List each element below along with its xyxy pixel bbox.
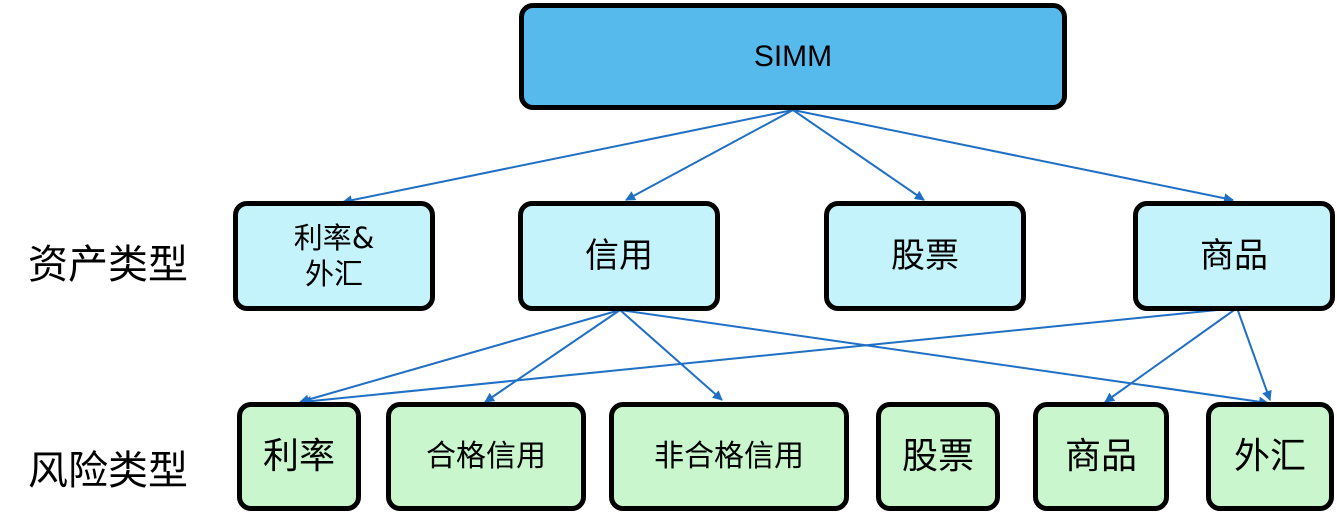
- risk-node-fx: 外汇: [1206, 402, 1334, 511]
- edge-simm-to-ir-fx: [342, 109, 794, 206]
- asset-label-commodity: 商品: [1200, 235, 1268, 276]
- risk-node-rates: 利率: [237, 402, 361, 511]
- risk-label-fx: 外汇: [1233, 436, 1306, 477]
- edge-credit-to-credit-q: [484, 309, 621, 403]
- simm-label: SIMM: [753, 39, 833, 73]
- edge-commodity-to-rates: [301, 307, 1238, 407]
- risk-node-non-qualified-credit: 非合格信用: [609, 402, 849, 511]
- asset-label-credit: 信用: [585, 235, 653, 276]
- edge-simm-to-credit: [625, 109, 794, 201]
- edge-simm-to-commodity: [792, 109, 1234, 204]
- asset-node-commodity: 商品: [1133, 201, 1335, 311]
- risk-node-qualified-credit: 合格信用: [386, 402, 586, 511]
- edge-credit-to-rates: [299, 309, 621, 405]
- risk-label-rates: 利率: [262, 436, 335, 477]
- edge-simm-to-equity: [792, 109, 925, 201]
- risk-label-equity: 股票: [901, 436, 974, 477]
- edge-commodity-to-commodity: [1104, 307, 1238, 403]
- asset-type-row-label: 资产类型: [28, 242, 188, 288]
- risk-label-commodity: 商品: [1064, 436, 1137, 477]
- risk-type-row-label: 风险类型: [28, 448, 188, 494]
- edge-credit-to-credit-nq: [619, 309, 723, 401]
- risk-node-commodity: 商品: [1033, 402, 1169, 511]
- risk-node-equity: 股票: [876, 402, 1000, 511]
- edge-credit-to-fx: [619, 309, 1269, 407]
- asset-node-equity: 股票: [824, 201, 1026, 311]
- edge-commodity-to-fx: [1236, 307, 1272, 401]
- asset-label-equity: 股票: [891, 235, 959, 276]
- asset-node-credit: 信用: [518, 201, 720, 311]
- asset-node-ir-fx: 利率& 外汇: [233, 201, 435, 311]
- risk-label-non-qualified-credit: 非合格信用: [654, 438, 804, 474]
- simm-node: SIMM: [519, 3, 1067, 110]
- risk-label-qualified-credit: 合格信用: [426, 438, 546, 474]
- asset-label-ir-fx: 利率& 外汇: [293, 220, 375, 291]
